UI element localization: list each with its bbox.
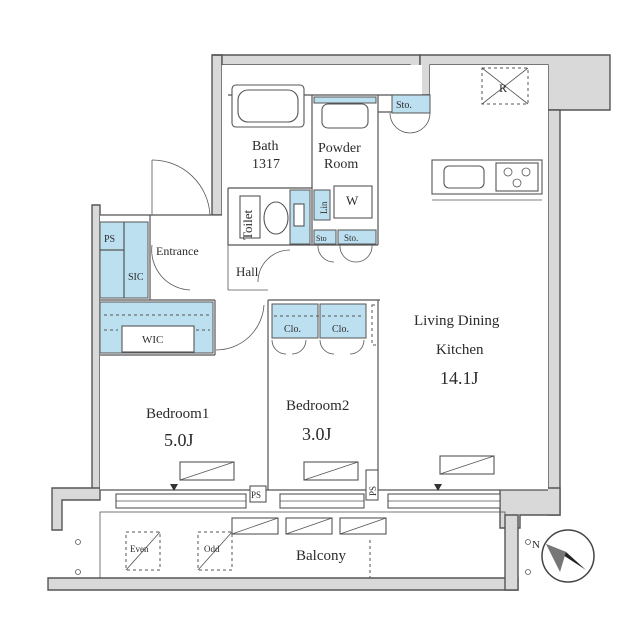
linen-label: Lin: [319, 201, 329, 214]
refrigerator-label: R: [499, 81, 507, 95]
bedroom2-label: Bedroom2: [286, 398, 349, 414]
compass-north-label: N: [532, 539, 540, 551]
sic-label: SIC: [128, 272, 144, 283]
north-compass-icon: [541, 529, 595, 583]
balcony-label: Balcony: [296, 548, 346, 564]
powder-room-label-line2: Room: [324, 157, 358, 172]
storage-top-label: Sto.: [396, 100, 412, 111]
ldk-size-label: 14.1J: [440, 368, 479, 388]
bedroom1-label: Bedroom1: [146, 406, 209, 422]
hall-label: Hall: [236, 264, 259, 279]
bathtub: [231, 84, 305, 128]
entrance-label: Entrance: [156, 244, 199, 258]
even-label: Even: [130, 544, 149, 554]
powder-room-label-line1: Powder: [318, 141, 361, 156]
ps-top-label: PS: [104, 234, 115, 245]
storage-small-2-label: Sto.: [344, 233, 358, 243]
closet-2-label: Clo.: [332, 324, 349, 335]
bath-size-label: 1317: [252, 157, 280, 172]
outdoor-units: [231, 517, 387, 535]
wic-label: WIC: [142, 334, 163, 346]
storage-small-1-label: Sto: [316, 234, 327, 243]
odd-label: Odd: [204, 544, 220, 554]
bath-label: Bath: [252, 139, 278, 154]
ps-bottom-1-label: PS: [251, 490, 261, 500]
ps-bottom-2-label: PS: [368, 486, 378, 496]
exterior-walls: [47, 54, 611, 591]
ldk-label-line2: Kitchen: [436, 342, 484, 358]
ac-units: [179, 455, 495, 481]
washer-label: W: [346, 193, 359, 208]
toilet-label: Toilet: [240, 209, 255, 240]
bedroom2-size-label: 3.0J: [302, 424, 332, 444]
ldk-label-line1: Living Dining: [414, 313, 500, 329]
windows: [115, 484, 501, 509]
closet-1-label: Clo.: [284, 324, 301, 335]
bedroom1-size-label: 5.0J: [164, 430, 194, 450]
